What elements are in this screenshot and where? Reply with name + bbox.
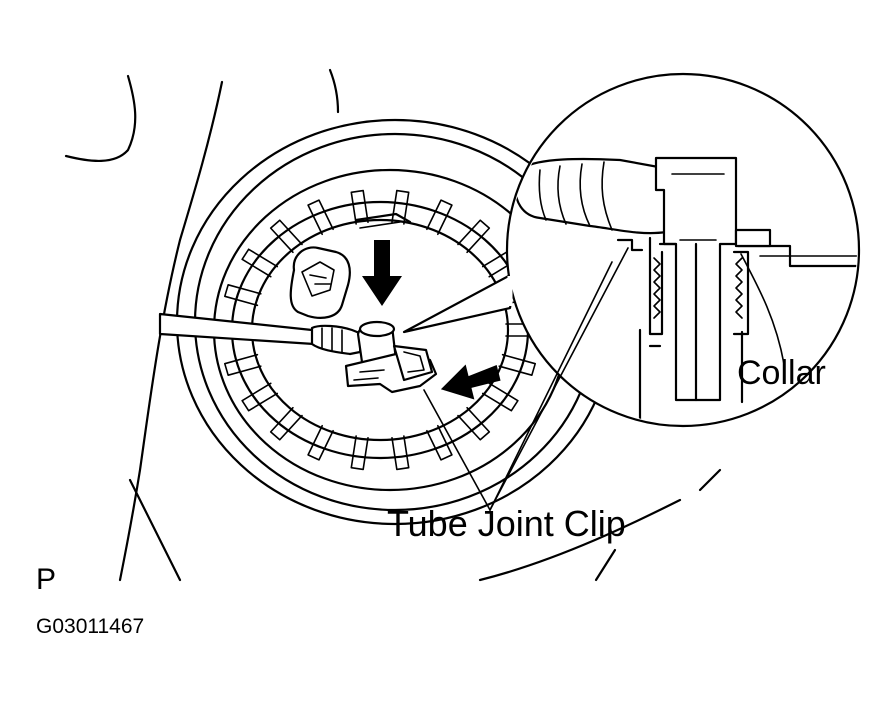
arrow-left-icon [440,364,501,400]
retainer-lug [223,353,262,376]
retainer-lug [481,382,519,412]
retainer-lug [350,435,369,471]
detail-contents [514,156,857,422]
retainer-lug [307,199,334,236]
arrow-down-icon [362,240,402,306]
retainer-lug [498,353,537,376]
collar-label: Collar [737,354,826,392]
retainer-lug [391,435,410,471]
retainer-lug [391,189,410,225]
retainer-lug [426,424,453,461]
retainer-lug [426,199,453,236]
tube-joint [344,320,438,394]
retainer-lug [241,382,279,412]
fuel-hose [158,312,364,356]
figure-code: G03011467 [36,615,145,638]
view-label: P [36,563,57,596]
retainer-lug [241,248,279,278]
retainer-lug [457,219,491,254]
tube-joint-clip-label: Tube Joint Clip [387,503,626,544]
retainer-lug [457,406,491,441]
leader-lines [423,247,785,511]
vehicle-body-outline [64,68,722,582]
pump-internals [289,212,412,319]
retainer-lug [269,219,303,254]
retainer-lug [307,424,334,461]
retainer-lug [350,189,369,225]
retainer-lug [223,284,262,307]
retainer-lug [269,406,303,441]
